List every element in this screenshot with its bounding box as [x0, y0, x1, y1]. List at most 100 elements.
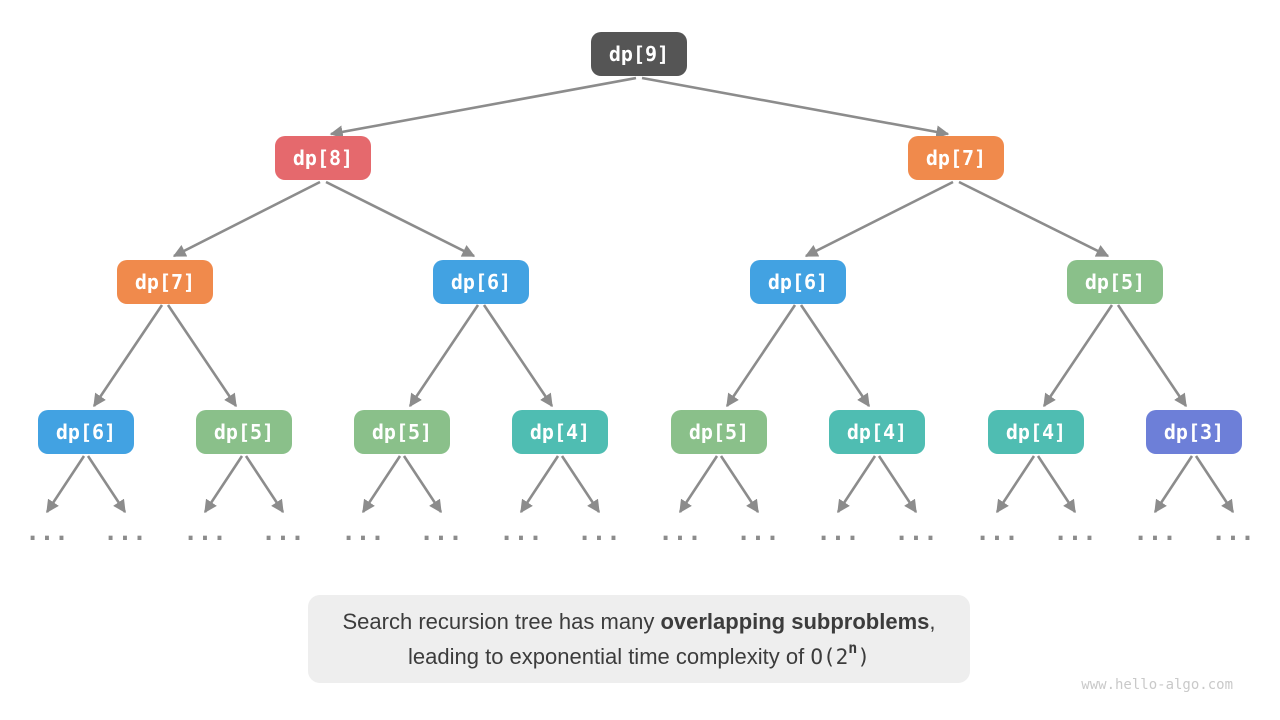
ellipsis-label: ... — [736, 518, 779, 546]
tree-edge — [329, 76, 637, 139]
caption-box: Search recursion tree has many overlappi… — [308, 595, 970, 683]
tree-node: dp[7] — [117, 260, 213, 304]
caption-bold-text: overlapping subproblems — [660, 608, 930, 634]
node-box — [988, 410, 1084, 454]
ellipsis-label: ... — [1053, 518, 1096, 546]
tree-edge — [325, 180, 476, 258]
node-label: dp[6] — [768, 270, 828, 294]
tree-node: dp[5] — [354, 410, 450, 454]
node-box — [117, 260, 213, 304]
caption-text: , — [929, 608, 936, 634]
node-box — [433, 260, 529, 304]
ellipsis-label: ... — [577, 518, 620, 546]
node-label: dp[5] — [1085, 270, 1145, 294]
tree-edge — [958, 180, 1110, 258]
ellipsis-label: ... — [25, 518, 68, 546]
ellipsis-label: ... — [341, 518, 384, 546]
node-label: dp[6] — [56, 420, 116, 444]
tree-node: dp[3] — [1146, 410, 1242, 454]
caption-line-1: Search recursion tree has many overlappi… — [343, 604, 936, 639]
tree-node: dp[5] — [671, 410, 767, 454]
tree-edge — [1036, 455, 1077, 514]
node-box — [275, 136, 371, 180]
ellipsis-row: ... ... ... ... ... ... ... ... ... ... … — [25, 518, 1254, 546]
ellipsis-label: ... — [499, 518, 542, 546]
tree-edge — [92, 304, 164, 408]
tree-node: dp[6] — [433, 260, 529, 304]
tree-node: dp[6] — [38, 410, 134, 454]
tree-edge — [995, 455, 1036, 514]
tree-node: dp[8] — [275, 136, 371, 180]
tree-edge — [172, 180, 321, 258]
tree-edge — [877, 455, 918, 514]
tree-edge — [408, 304, 480, 408]
tree-edge — [560, 455, 601, 514]
node-box — [512, 410, 608, 454]
tree-node: dp[4] — [829, 410, 925, 454]
node-label: dp[9] — [609, 42, 669, 66]
tree-node: dp[7] — [908, 136, 1004, 180]
tree-edge — [1116, 304, 1188, 408]
node-label: dp[6] — [451, 270, 511, 294]
ellipsis-label: ... — [975, 518, 1018, 546]
node-label: dp[4] — [847, 420, 907, 444]
node-label: dp[8] — [293, 146, 353, 170]
node-box — [671, 410, 767, 454]
tree-edge — [1042, 304, 1114, 408]
node-label: dp[3] — [1164, 420, 1224, 444]
node-label: dp[5] — [689, 420, 749, 444]
node-label: dp[7] — [926, 146, 986, 170]
ellipsis-label: ... — [894, 518, 937, 546]
tree-edge — [203, 455, 244, 514]
node-label: dp[7] — [135, 270, 195, 294]
node-label: dp[4] — [530, 420, 590, 444]
tree-edge — [402, 455, 443, 514]
tree-node: dp[4] — [512, 410, 608, 454]
caption-text: leading to exponential time complexity o… — [408, 643, 811, 669]
caption-line-2: leading to exponential time complexity o… — [408, 639, 870, 675]
tree-edge — [86, 455, 127, 514]
formula-text: ) — [857, 644, 870, 669]
watermark: www.hello-algo.com — [1081, 677, 1233, 693]
node-box — [908, 136, 1004, 180]
node-label: dp[5] — [372, 420, 432, 444]
node-label: dp[4] — [1006, 420, 1066, 444]
ellipsis-label: ... — [419, 518, 462, 546]
node-box — [829, 410, 925, 454]
tree-edge — [725, 304, 797, 408]
node-box — [1067, 260, 1163, 304]
tree-edge — [45, 455, 86, 514]
tree-edge — [361, 455, 402, 514]
node-box — [196, 410, 292, 454]
node-box — [1146, 410, 1242, 454]
tree-node: dp[6] — [750, 260, 846, 304]
node-box — [38, 410, 134, 454]
formula-text: O(2 — [810, 644, 849, 669]
ellipsis-label: ... — [658, 518, 701, 546]
node-label: dp[5] — [214, 420, 274, 444]
tree-edge — [1194, 455, 1235, 514]
tree-edge — [719, 455, 760, 514]
tree-node: dp[9] — [591, 32, 687, 76]
tree-edge — [244, 455, 285, 514]
ellipsis-label: ... — [183, 518, 226, 546]
caption-text: Search recursion tree has many — [342, 608, 661, 634]
node-box — [591, 32, 687, 76]
tree-edge — [804, 180, 954, 258]
ellipsis-label: ... — [103, 518, 146, 546]
tree-node: dp[5] — [1067, 260, 1163, 304]
tree-edge — [166, 304, 238, 408]
tree-edge — [641, 76, 950, 139]
ellipsis-label: ... — [1133, 518, 1176, 546]
tree-edge — [836, 455, 877, 514]
tree-edge — [519, 455, 560, 514]
tree-node: dp[5] — [196, 410, 292, 454]
tree-edge — [482, 304, 554, 408]
ellipsis-label: ... — [1211, 518, 1254, 546]
tree-node: dp[4] — [988, 410, 1084, 454]
tree-edge — [678, 455, 719, 514]
ellipsis-label: ... — [816, 518, 859, 546]
formula-exponent: n — [848, 639, 858, 658]
ellipsis-label: ... — [261, 518, 304, 546]
